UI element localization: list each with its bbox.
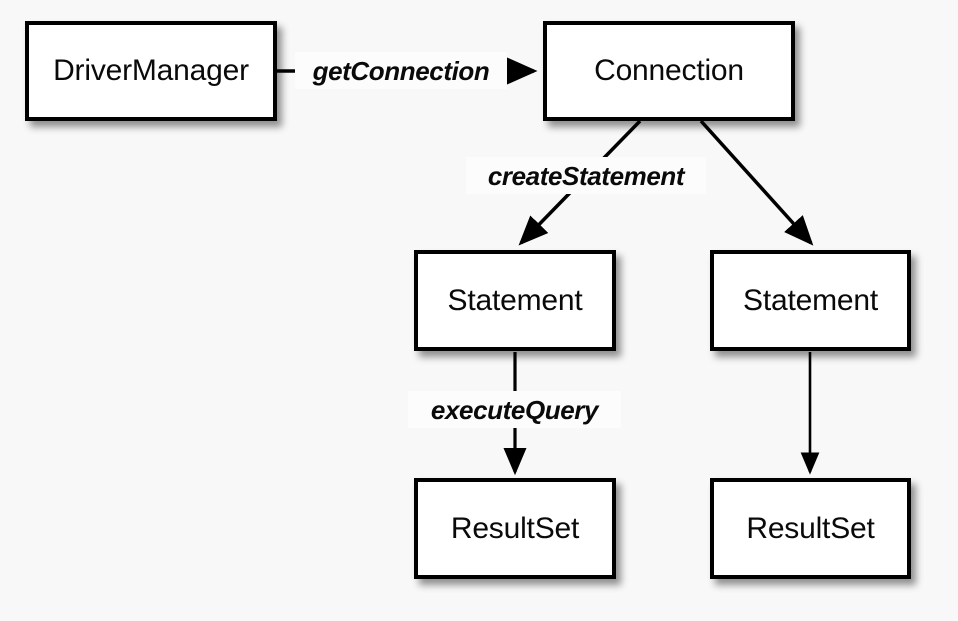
node-resultset-left[interactable]: ResultSet bbox=[414, 478, 616, 579]
node-resultset-right-label: ResultSet bbox=[746, 511, 875, 545]
edge-connection-to-statement-right bbox=[699, 119, 814, 246]
node-statement-left-label: Statement bbox=[447, 283, 583, 317]
node-statement-right-label: Statement bbox=[743, 283, 878, 317]
edge-label-create-statement: createStatement bbox=[466, 157, 706, 194]
edge-label-get-connection-text: getConnection bbox=[312, 55, 490, 86]
node-resultset-right[interactable]: ResultSet bbox=[710, 478, 911, 579]
node-connection[interactable]: Connection bbox=[543, 21, 795, 121]
edge-label-execute-query-text: executeQuery bbox=[430, 394, 599, 425]
node-driver-manager-label: DriverManager bbox=[53, 54, 249, 87]
edge-label-create-statement-text: createStatement bbox=[487, 160, 685, 191]
node-driver-manager[interactable]: DriverManager bbox=[25, 21, 277, 121]
node-statement-right[interactable]: Statement bbox=[710, 250, 911, 351]
node-connection-label: Connection bbox=[594, 54, 744, 87]
edge-label-get-connection: getConnection bbox=[295, 52, 507, 89]
edge-label-execute-query: executeQuery bbox=[408, 391, 621, 428]
node-resultset-left-label: ResultSet bbox=[450, 511, 580, 545]
node-statement-left[interactable]: Statement bbox=[414, 250, 616, 351]
